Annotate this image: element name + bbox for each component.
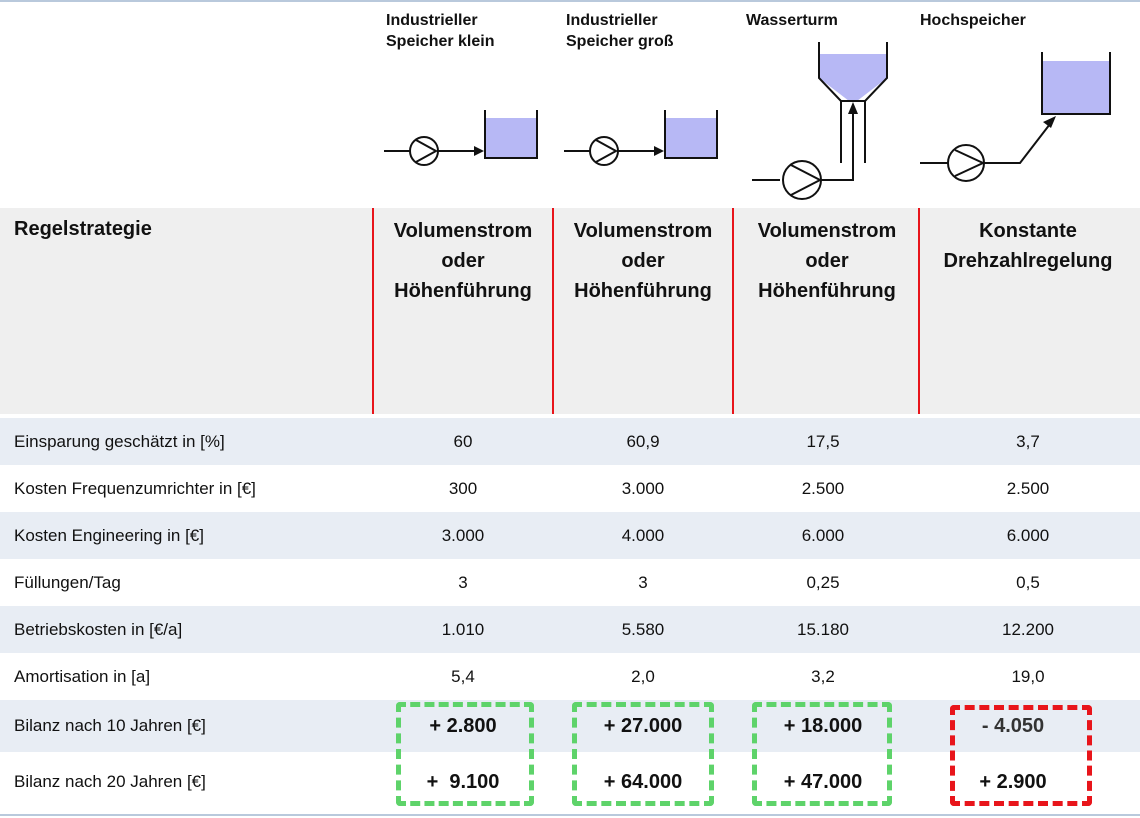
divider-3: [732, 208, 734, 414]
table-cell: 5,4: [451, 667, 475, 686]
table-cell: 2.500: [801, 479, 845, 498]
strategy-cell-1: Volumenstrom oder Höhenführung: [393, 220, 533, 302]
table-cell: 15.180: [797, 620, 849, 639]
table-cell: 300: [448, 479, 478, 498]
positive-balance-box-3: [752, 702, 892, 806]
table-cell: 19,0: [1011, 667, 1045, 686]
table-cell: + 2.800: [429, 715, 497, 737]
row-label: Kosten Engineering in [€]: [14, 526, 204, 545]
table-row: Kosten Frequenzumrichter in [€] 300 3.00…: [0, 465, 1140, 512]
scenario-title-2: Industrieller Speicher groß: [566, 12, 674, 50]
table-row: Amortisation in [a] 5,4 2,0 3,2 19,0: [0, 653, 1140, 700]
scenario-title-1: Industrieller Speicher klein: [386, 12, 495, 50]
table-cell: 3.000: [441, 526, 485, 545]
table-cell: 2,0: [631, 667, 655, 686]
row-label: Einsparung geschätzt in [%]: [14, 432, 225, 451]
large-tank-diagram: [564, 110, 718, 166]
row-label: Füllungen/Tag: [14, 573, 121, 592]
bottom-rule: [0, 814, 1140, 816]
table-cell: + 47.000: [783, 771, 863, 793]
scenario-title-3: Wasserturm: [746, 12, 838, 29]
table-cell: + 27.000: [603, 715, 683, 737]
table-cell: 3: [638, 573, 648, 592]
row-label: Kosten Frequenzumrichter in [€]: [14, 479, 256, 498]
strategy-cell-3: Volumenstrom oder Höhenführung: [757, 220, 897, 302]
strategy-cell-4: Konstante Drehzahlregelung: [943, 220, 1113, 272]
positive-balance-box-1: [396, 702, 534, 806]
strategy-cell-2: Volumenstrom oder Höhenführung: [573, 220, 713, 302]
table-cell: 3.000: [621, 479, 665, 498]
table-cell: 60,9: [626, 432, 660, 451]
table-cell: + 2.900: [979, 771, 1047, 793]
table-cell: + 64.000: [603, 771, 683, 793]
table-cell: - 4.050: [981, 715, 1045, 737]
table-cell: 12.200: [1002, 620, 1054, 639]
table-cell: 60: [453, 432, 473, 451]
row-label: Amortisation in [a]: [14, 667, 151, 686]
elevated-tank-diagram: [920, 52, 1111, 182]
table-cell: 3,7: [1016, 432, 1040, 451]
table-row: Einsparung geschätzt in [%] 60 60,9 17,5…: [0, 418, 1140, 465]
small-tank-diagram: [384, 110, 538, 166]
table-cell: 3,2: [811, 667, 835, 686]
row-label: Bilanz nach 20 Jahren [€]: [14, 772, 206, 791]
table-cell: 5.580: [621, 620, 665, 639]
table-cell: 17,5: [806, 432, 840, 451]
negative-balance-box: [950, 705, 1092, 806]
table-cell: + 18.000: [783, 715, 863, 737]
table-row: Bilanz nach 20 Jahren [€] + 9.100 + 64.0…: [0, 754, 1140, 810]
strategy-row: [0, 208, 1140, 414]
table-cell: 0,25: [806, 573, 840, 592]
positive-balance-box-2: [572, 702, 714, 806]
table-cell: 3: [458, 573, 468, 592]
top-rule: [0, 0, 1140, 2]
table-cell: 2.500: [1006, 479, 1050, 498]
divider-4: [918, 208, 920, 414]
row-label: Betriebskosten in [€/a]: [14, 620, 183, 639]
table-row: Betriebskosten in [€/a] 1.010 5.580 15.1…: [0, 606, 1140, 653]
divider-2: [552, 208, 554, 414]
table-row: Füllungen/Tag 3 3 0,25 0,5: [0, 559, 1140, 606]
table-cell: + 9.100: [426, 771, 500, 793]
water-tower-diagram: [752, 42, 888, 200]
strategy-label: Regelstrategie: [14, 218, 152, 240]
table-cell: 1.010: [441, 620, 485, 639]
table-row: Kosten Engineering in [€] 3.000 4.000 6.…: [0, 512, 1140, 559]
row-label: Bilanz nach 10 Jahren [€]: [14, 716, 206, 735]
table-cell: 0,5: [1016, 573, 1040, 592]
scenario-title-4: Hochspeicher: [920, 12, 1026, 29]
table-cell: 4.000: [621, 526, 665, 545]
table-cell: 6.000: [1006, 526, 1050, 545]
table-cell: 6.000: [801, 526, 845, 545]
divider-1: [372, 208, 374, 414]
